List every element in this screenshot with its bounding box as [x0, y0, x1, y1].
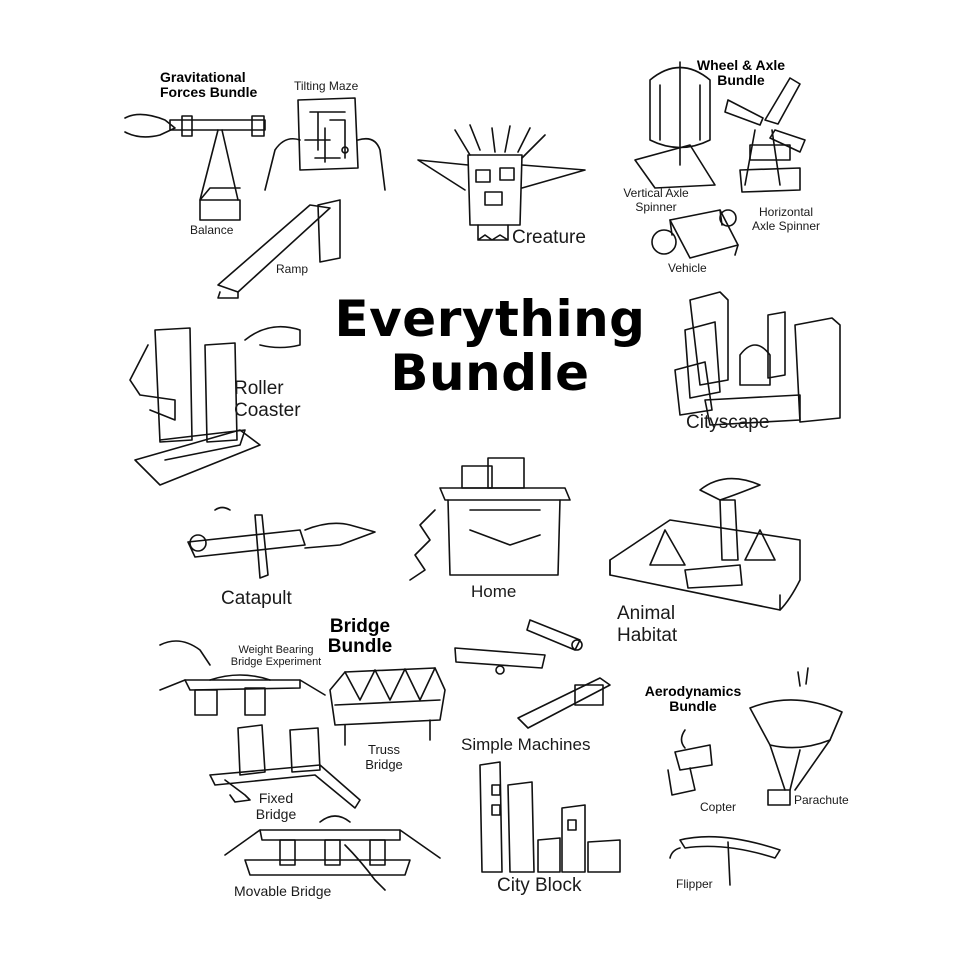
flipper-label: Flipper	[676, 877, 713, 891]
tilting-maze-label: Tilting Maze	[294, 79, 359, 93]
simple-machines-label: Simple Machines	[461, 735, 591, 754]
roller-coaster-illustration	[130, 327, 300, 485]
gravitational-forces-bundle-label: Gravitational Forces Bundle	[160, 69, 258, 100]
home-label: Home	[471, 582, 517, 601]
parachute-label: Parachute	[794, 793, 849, 807]
wheel-axle-bundle-label: Wheel & Axle Bundle	[696, 57, 786, 88]
copter-illustration	[668, 730, 712, 795]
roller-coaster-label: Roller Coaster	[234, 378, 301, 421]
home-illustration	[410, 458, 570, 580]
catapult-illustration	[188, 508, 375, 579]
vertical-axle-spinner-illustration	[635, 62, 715, 188]
truss-bridge-illustration	[330, 668, 445, 745]
page-title: Everything Bundle	[300, 292, 680, 400]
cityscape-illustration	[675, 292, 840, 425]
horizontal-axle-spinner-illustration	[725, 78, 805, 192]
vehicle-label: Vehicle	[668, 261, 707, 275]
aerodynamics-bundle-label: Aerodynamics Bundle	[644, 683, 742, 714]
vertical-axle-spinner-label: Vertical Axle Spinner	[623, 186, 689, 214]
cityscape-label: Cityscape	[686, 412, 770, 433]
ramp-label: Ramp	[276, 262, 309, 276]
ramp-illustration	[218, 200, 340, 298]
title-line-2: Bundle	[390, 344, 590, 402]
creature-illustration	[418, 125, 585, 240]
fixed-bridge-illustration	[210, 725, 360, 808]
fixed-bridge-label: Fixed Bridge	[255, 790, 297, 822]
weight-bearing-bridge-label: Weight Bearing Bridge Experiment	[230, 644, 322, 668]
parachute-illustration	[750, 668, 842, 805]
balance-illustration	[125, 114, 265, 220]
weight-bearing-bridge-illustration	[160, 641, 325, 715]
movable-bridge-illustration	[225, 816, 440, 890]
catapult-label: Catapult	[221, 588, 292, 609]
flipper-illustration	[670, 837, 780, 885]
creature-label: Creature	[512, 227, 586, 248]
animal-habitat-label: Animal Habitat	[617, 603, 678, 646]
tilting-maze-illustration	[265, 98, 385, 190]
horizontal-axle-spinner-label: Horizontal Axle Spinner	[751, 205, 821, 233]
city-block-illustration	[480, 762, 620, 872]
title-line-1: Everything	[334, 290, 646, 348]
animal-habitat-illustration	[610, 479, 800, 610]
movable-bridge-label: Movable Bridge	[234, 883, 332, 899]
vehicle-illustration	[652, 210, 738, 258]
bridge-bundle-label: Bridge Bundle	[327, 616, 393, 657]
copter-label: Copter	[700, 800, 737, 814]
city-block-label: City Block	[497, 875, 582, 896]
simple-machines-illustration	[455, 620, 610, 728]
balance-label: Balance	[190, 223, 234, 237]
truss-bridge-label: Truss Bridge	[365, 742, 403, 772]
